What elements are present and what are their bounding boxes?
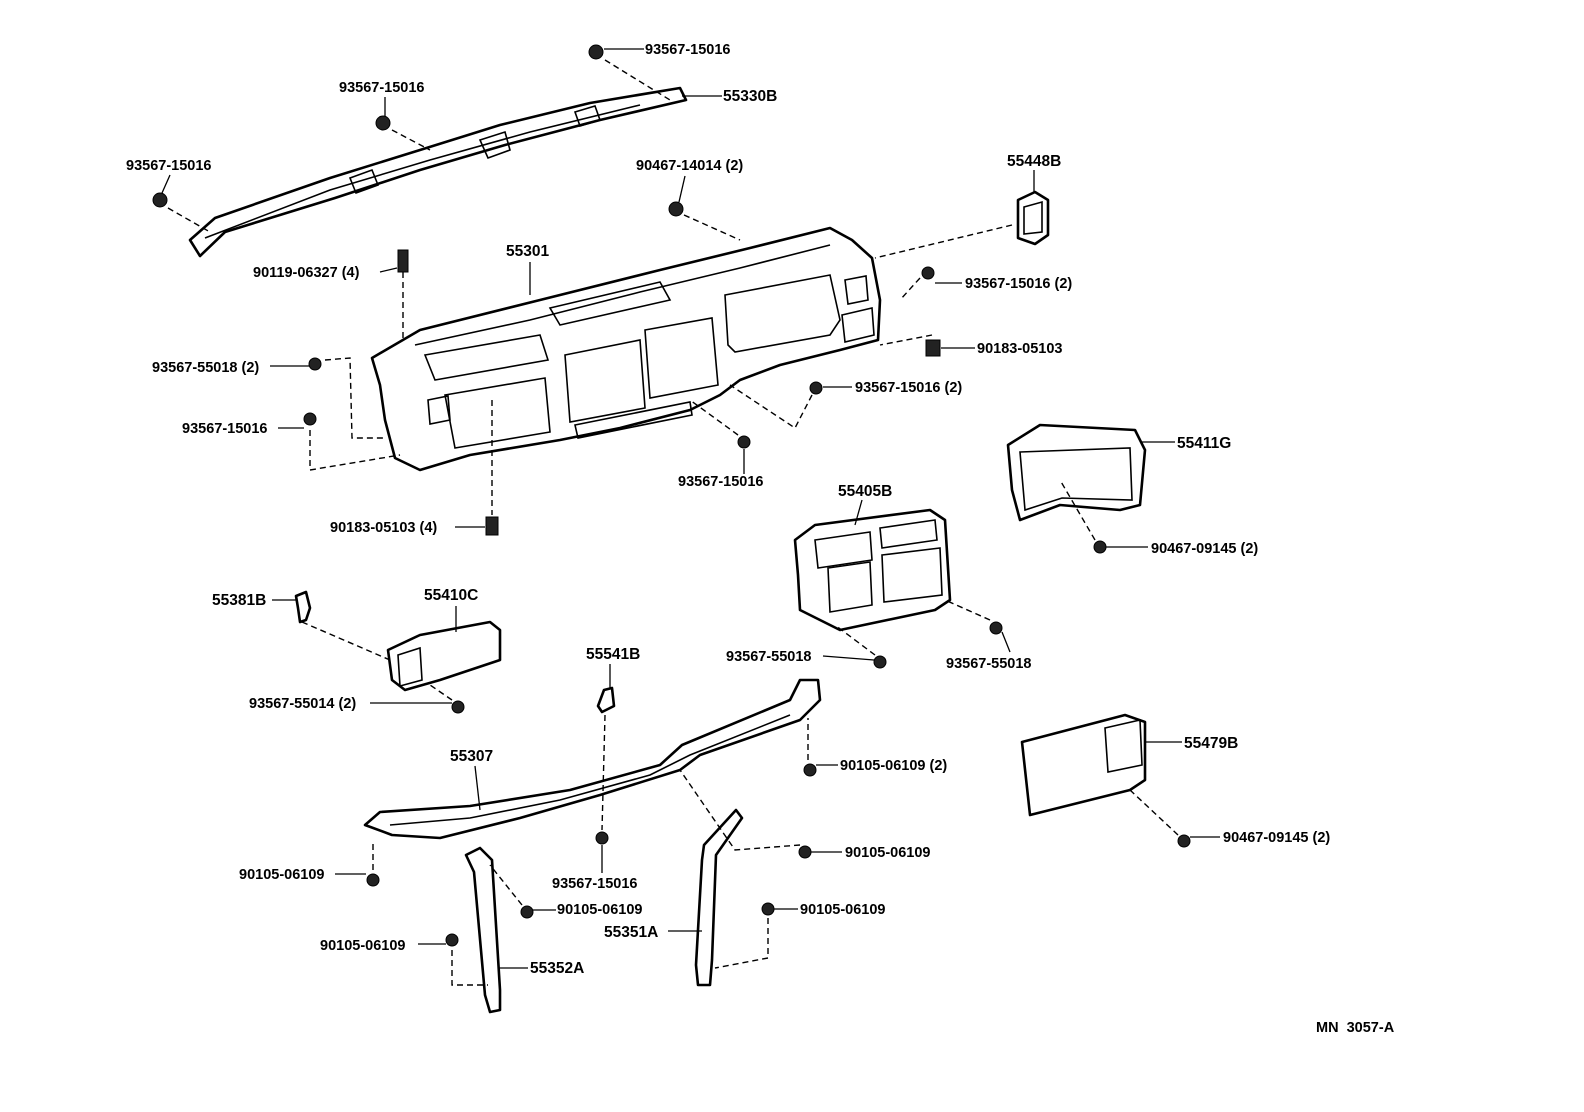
callout-c6: 55448B [1007, 153, 1061, 170]
callout-c8: 90119-06327 (4) [253, 265, 360, 281]
assembly-lines [167, 59, 1179, 986]
callout-c30: 90105-06109 [239, 867, 324, 883]
callout-labels: 93567-15016 55330B 93567-15016 93567-150… [126, 42, 1330, 977]
bracket-55541b [596, 686, 616, 714]
callout-c12: 93567-15016 (2) [855, 380, 962, 396]
callout-c25: 55307 [450, 748, 493, 765]
leader-lines [161, 48, 1220, 969]
callout-c32: 90105-06109 [557, 902, 642, 918]
callout-c17: 90183-05103 (4) [330, 520, 437, 536]
callout-c19: 55381B [212, 592, 266, 609]
brace-55351a [694, 808, 744, 987]
callout-c36: 55352A [530, 960, 584, 977]
callout-c11: 93567-55018 (2) [152, 360, 259, 376]
callout-c28: 90105-06109 [845, 845, 930, 861]
callout-c16: 55405B [838, 483, 892, 500]
callout-c1: 93567-15016 [645, 42, 730, 58]
lower-cover-55479b [1020, 713, 1147, 817]
drawing-code: MN 3057-A [1316, 1020, 1395, 1036]
reinforcement-55307 [363, 678, 822, 840]
callout-c9: 93567-15016 (2) [965, 276, 1072, 292]
callout-c24: 93567-55014 (2) [249, 696, 356, 712]
cluster-hood-55411g [1006, 423, 1147, 522]
callout-c3: 93567-15016 [339, 80, 424, 96]
bracket-55381b [294, 590, 312, 624]
instrument-panel-55301 [370, 226, 882, 472]
callout-c18: 90467-09145 (2) [1151, 541, 1258, 557]
callout-c29: 90467-09145 (2) [1223, 830, 1330, 846]
callout-c26: 90105-06109 (2) [840, 758, 947, 774]
callout-c14: 55411G [1177, 435, 1231, 452]
callout-c27: 55479B [1184, 735, 1238, 752]
callout-c13: 93567-15016 [182, 421, 267, 437]
callout-c31: 93567-15016 [552, 876, 637, 892]
callout-c21: 55541B [586, 646, 640, 663]
callout-c34: 55351A [604, 924, 658, 941]
callout-c7: 55301 [506, 243, 549, 260]
register-55410c [386, 620, 502, 692]
callout-c5: 90467-14014 (2) [636, 158, 743, 174]
callout-c15: 93567-15016 [678, 474, 763, 490]
fasteners [152, 44, 1191, 947]
callout-c35: 90105-06109 [320, 938, 405, 954]
callout-c4: 93567-15016 [126, 158, 211, 174]
callout-c20: 55410C [424, 587, 478, 604]
brace-55352a [464, 846, 502, 1014]
panel-55448b [1016, 190, 1050, 246]
center-cluster-55405b [793, 508, 952, 632]
reinforcement-bar-55330b [188, 86, 688, 258]
callout-c10: 90183-05103 [977, 341, 1062, 357]
callout-c33: 90105-06109 [800, 902, 885, 918]
callout-c23: 93567-55018 [946, 656, 1031, 672]
callout-c2: 55330B [723, 88, 777, 105]
callout-c22: 93567-55018 [726, 649, 811, 665]
